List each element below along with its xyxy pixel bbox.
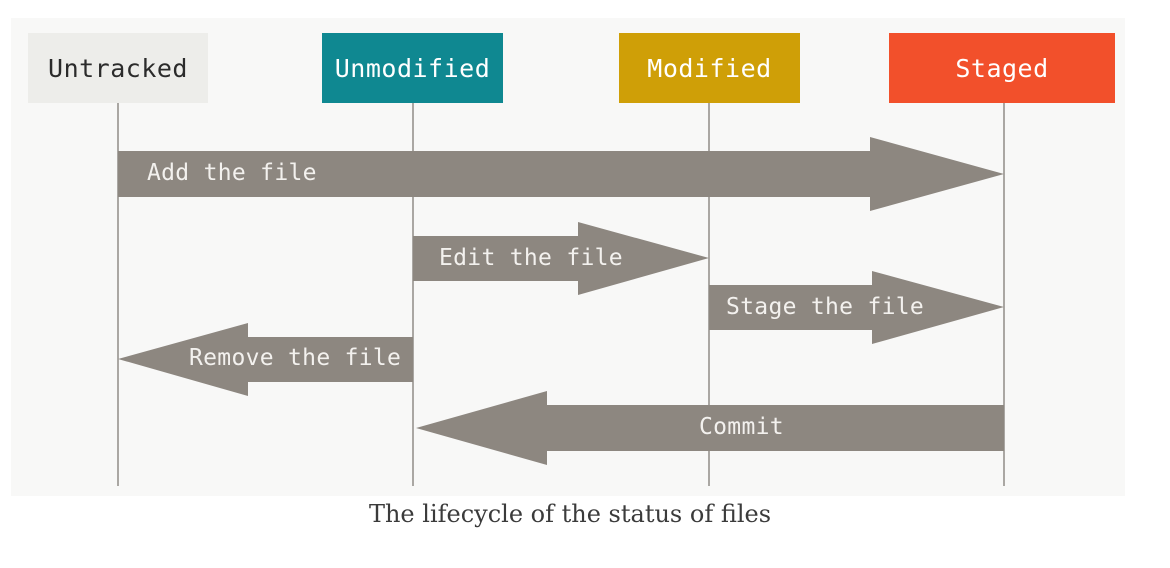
state-staged: Staged	[889, 33, 1115, 103]
remove-file-arrow	[118, 323, 413, 396]
edit-file-arrow	[413, 222, 709, 295]
unmodified-lifeline	[412, 103, 414, 486]
state-modified: Modified	[619, 33, 800, 103]
commit-label: Commit	[699, 414, 784, 440]
add-file-arrow	[118, 137, 1004, 211]
state-unmodified: Unmodified	[322, 33, 503, 103]
add-file-label: Add the file	[147, 160, 317, 186]
untracked-lifeline	[117, 103, 119, 486]
state-untracked: Untracked	[28, 33, 208, 103]
stage-file-label: Stage the file	[726, 294, 925, 320]
commit-arrow	[416, 391, 1004, 465]
staged-lifeline	[1003, 103, 1005, 486]
remove-file-label: Remove the file	[189, 345, 402, 371]
stage-file-arrow	[709, 271, 1004, 344]
edit-file-label: Edit the file	[439, 245, 623, 271]
figure-caption: The lifecycle of the status of files	[368, 500, 772, 528]
